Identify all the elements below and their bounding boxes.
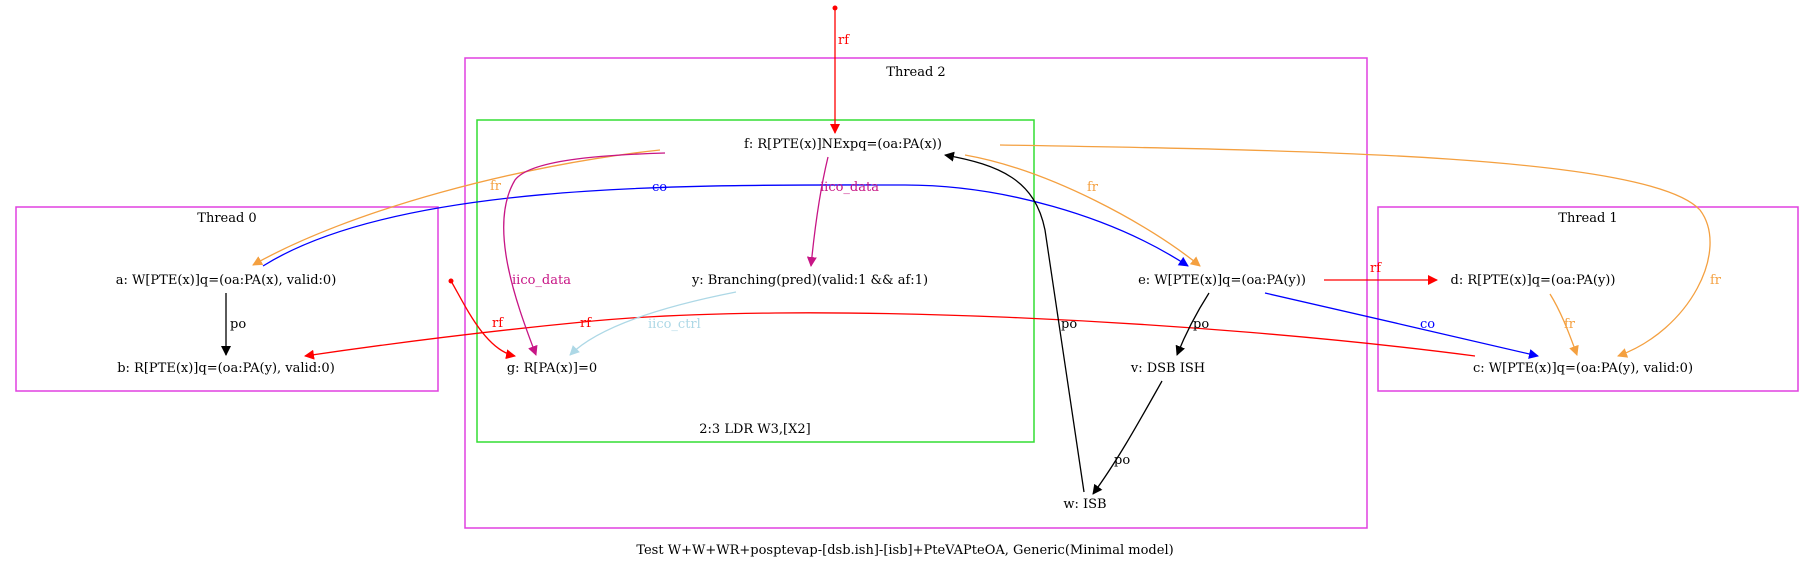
edge-label-iico-data-f-g: iico_data xyxy=(512,273,571,288)
cluster-thread2-label: Thread 2 xyxy=(886,65,945,80)
cluster-thread2 xyxy=(464,57,1368,529)
cluster-instr xyxy=(476,119,1035,443)
edge-iico-data-f-y xyxy=(806,156,829,267)
edge-label-rf-init-g: rf xyxy=(492,316,504,331)
edge-po-e-v xyxy=(1175,292,1210,356)
edge-label-rf-c-b: rf xyxy=(580,316,592,331)
edge-iico-ctrl-y-g xyxy=(569,291,737,356)
edge-label-iico-data-f-y: iico_data xyxy=(820,180,879,195)
edge-label-fr-f-c: fr xyxy=(1710,273,1722,288)
cluster-thread0 xyxy=(15,206,439,392)
edge-label-fr-f-a: fr xyxy=(490,179,502,194)
node-e: e: W[PTE(x)]q=(oa:PA(y)) xyxy=(1138,273,1306,288)
edge-iico-data-f-g xyxy=(503,152,666,356)
edge-fr-f-a xyxy=(252,149,661,266)
cluster-thread1 xyxy=(1377,206,1799,392)
edge-label-po-v-w: po xyxy=(1114,453,1130,468)
edge-po-v-w xyxy=(1092,380,1163,495)
edge-fr-d-c xyxy=(1549,293,1579,356)
graph-caption: Test W+W+WR+posptevap-[dsb.ish]-[isb]+Pt… xyxy=(636,543,1173,558)
cluster-instr-label: 2:3 LDR W3,[X2] xyxy=(699,422,810,437)
node-y: y: Branching(pred)(valid:1 && af:1) xyxy=(691,273,928,288)
node-b: b: R[PTE(x)]q=(oa:PA(y), valid:0) xyxy=(117,361,335,376)
edge-fr-f-e xyxy=(964,154,1201,267)
edge-po-w-f xyxy=(944,151,1085,493)
edge-co-a-e xyxy=(262,184,1189,267)
node-w: w: ISB xyxy=(1063,497,1106,512)
node-a: a: W[PTE(x)]q=(oa:PA(x), valid:0) xyxy=(116,273,337,288)
edge-co-e-c xyxy=(1264,292,1539,359)
edge-label-fr-d-c: fr xyxy=(1564,317,1576,332)
node-g: g: R[PA(x)]=0 xyxy=(507,361,597,376)
node-d: d: R[PTE(x)]q=(oa:PA(y)) xyxy=(1451,273,1616,288)
edge-label-po-w-f: po xyxy=(1061,317,1077,332)
edge-label-po-e-v: po xyxy=(1193,317,1209,332)
node-v: v: DSB ISH xyxy=(1130,361,1205,376)
edge-rf-init-g xyxy=(450,280,516,360)
edge-label-po-a-b: po xyxy=(230,317,246,332)
cluster-thread1-label: Thread 1 xyxy=(1558,211,1617,226)
edge-label-co-a-e: co xyxy=(652,180,667,195)
cluster-thread0-label: Thread 0 xyxy=(197,211,256,226)
edge-fr-f-c xyxy=(999,144,1711,358)
edge-label-rf-e-d: rf xyxy=(1370,261,1382,276)
edge-label-rf-init-f: rf xyxy=(838,33,850,48)
node-f: f: R[PTE(x)]NExpq=(oa:PA(x)) xyxy=(744,137,942,152)
edge-label-iico-ctrl-y-g: iico_ctrl xyxy=(648,317,701,332)
edge-rf-c-b xyxy=(304,312,1476,360)
node-c: c: W[PTE(x)]q=(oa:PA(y), valid:0) xyxy=(1473,361,1693,376)
edge-label-fr-f-e: fr xyxy=(1087,180,1099,195)
edge-label-co-e-c: co xyxy=(1420,317,1435,332)
